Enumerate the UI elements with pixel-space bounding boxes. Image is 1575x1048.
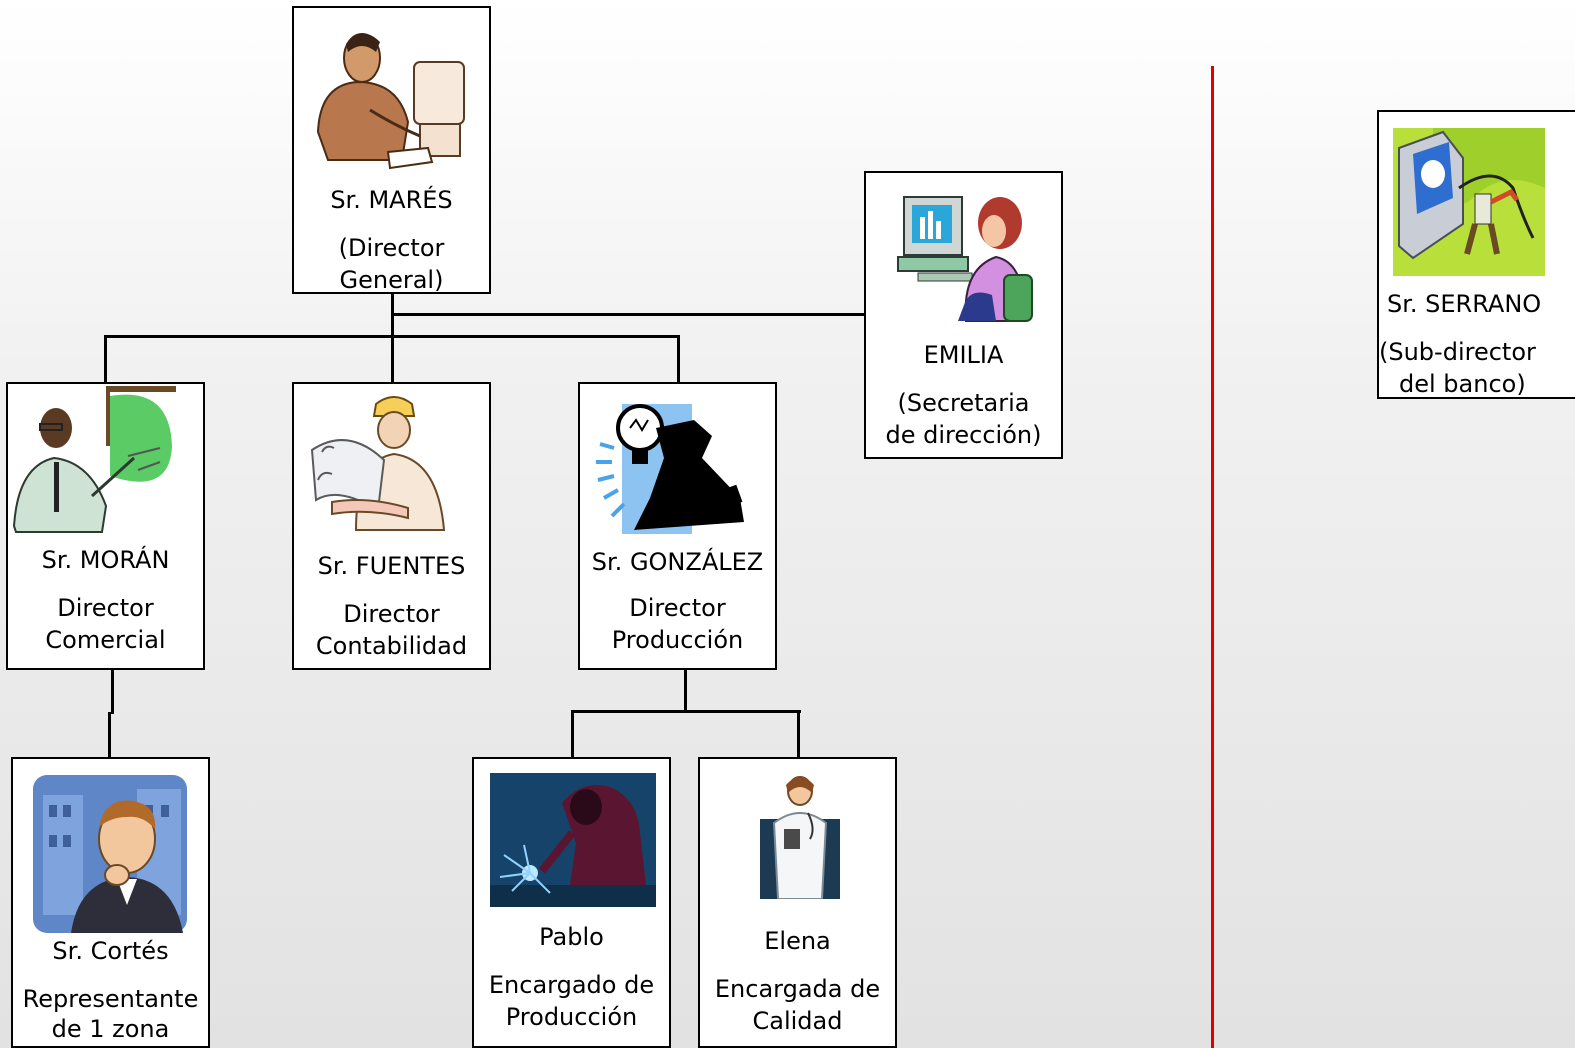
node-director-general[interactable]: Sr. MARÉS (Director General) (292, 6, 491, 294)
doctor-icon (760, 776, 840, 899)
connector-moran-cortes-1 (111, 668, 114, 714)
connector-pablo-drop (571, 710, 574, 759)
node-commercial-director[interactable]: Sr. MORÁN Director Comercial (6, 382, 205, 670)
node-role-line2: General) (339, 266, 444, 294)
node-name: Sr. FUENTES (317, 552, 466, 580)
connector-secretary (391, 313, 867, 316)
woman-at-computer-icon (897, 196, 1033, 322)
node-role-line2: Producción (505, 1003, 638, 1031)
connector-mares-down (391, 292, 394, 384)
presenter-icon (12, 386, 176, 533)
lightbulb-idea-icon (596, 404, 744, 534)
node-role-line1: Director (57, 594, 154, 622)
node-role-line1: Director (343, 600, 440, 628)
node-name: EMILIA (923, 341, 1004, 369)
node-production-director[interactable]: Sr. GONZÁLEZ Director Producción (578, 382, 777, 670)
node-role-line1: (Sub-director (1379, 338, 1536, 366)
node-bank-subdirector[interactable]: Sr. SERRANO (Sub-director del banco) (1377, 110, 1575, 399)
node-role-line2: Calidad (752, 1007, 843, 1035)
node-quality-manager[interactable]: Elena Encargada de Calidad (698, 757, 897, 1048)
node-role-line1: Encargado de (488, 971, 655, 999)
node-role-line2: de 1 zona (51, 1015, 170, 1043)
node-role-line1: Encargada de (714, 975, 881, 1003)
node-role-line2: Comercial (45, 626, 166, 654)
node-name: Elena (764, 927, 831, 955)
thinking-man-icon (33, 775, 187, 933)
node-role-line2: Producción (611, 626, 744, 654)
connector-gonzalez-down (684, 668, 687, 712)
engineer-with-blueprints-icon (310, 396, 446, 531)
node-role-line2: Contabilidad (315, 632, 468, 660)
node-production-manager[interactable]: Pablo Encargado de Producción (472, 757, 671, 1048)
node-name: Sr. SERRANO (1387, 290, 1542, 318)
node-role-line1: (Director (338, 234, 445, 262)
node-role-line2: de dirección) (885, 421, 1042, 449)
welder-icon (490, 773, 656, 907)
connector-production-bar (571, 710, 801, 713)
node-name: Sr. MORÁN (41, 546, 170, 574)
computer-cable-person-icon (1393, 128, 1545, 276)
connector-moran-cortes-2 (108, 712, 111, 759)
red-divider-line (1211, 66, 1214, 1048)
node-role-line1: Representante (22, 985, 199, 1013)
node-zone-representative[interactable]: Sr. Cortés Representante de 1 zona (11, 757, 210, 1048)
node-role-line1: (Secretaria (897, 389, 1030, 417)
node-secretary[interactable]: EMILIA (Secretaria de dirección) (864, 171, 1063, 459)
node-name: Sr. GONZÁLEZ (591, 548, 764, 576)
man-at-computer-icon (316, 33, 465, 170)
connector-elena-drop (797, 710, 800, 759)
connector-gonzalez-drop (677, 335, 680, 384)
connector-directors-bar (104, 335, 680, 338)
connector-moran-drop (104, 335, 107, 384)
node-name: Pablo (539, 923, 604, 951)
node-accounting-director[interactable]: Sr. FUENTES Director Contabilidad (292, 382, 491, 670)
node-name: Sr. Cortés (52, 937, 169, 965)
node-role-line2: del banco) (1399, 370, 1526, 398)
node-name: Sr. MARÉS (330, 186, 453, 214)
node-role-line1: Director (629, 594, 726, 622)
